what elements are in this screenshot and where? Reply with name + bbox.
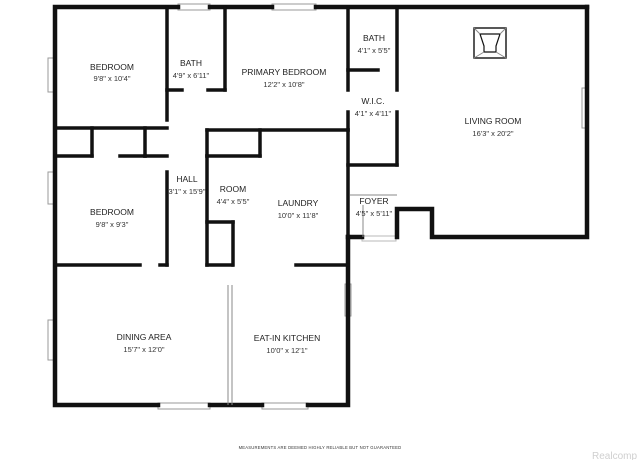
dining-area-dims: 15'7" x 12'0" (123, 345, 164, 354)
wic-name: W.I.C. (361, 96, 384, 106)
living-room-name: LIVING ROOM (465, 116, 522, 126)
room-name: ROOM (220, 184, 246, 194)
brand-watermark: Realcomp (592, 451, 637, 460)
foyer-name: FOYER (359, 196, 388, 206)
bath-2-name: BATH (363, 33, 385, 43)
room-labels: BEDROOM 9'8" x 10'4" BATH 4'9" x 6'11" P… (90, 33, 521, 355)
detail-lines (227, 194, 397, 405)
window-top-center (271, 3, 317, 11)
primary-bedroom-dims: 12'2" x 10'8" (263, 80, 304, 89)
exterior-walls (52, 4, 590, 408)
bath-2-dims: 4'1" x 5'5" (358, 46, 391, 55)
window-south-dining (157, 402, 211, 410)
interior-walls (53, 5, 399, 267)
bedroom-1-name: BEDROOM (90, 62, 134, 72)
bedroom-2-name: BEDROOM (90, 207, 134, 217)
bath-1-dims: 4'9" x 6'11" (173, 71, 210, 80)
eat-in-kitchen-name: EAT-IN KITCHEN (254, 333, 320, 343)
measurement-disclaimer: MEASUREMENTS ARE DEEMED HIGHLY RELIABLE … (239, 445, 402, 450)
door-foyer-entry (361, 235, 397, 242)
eat-in-kitchen-dims: 10'0" x 12'1" (266, 346, 307, 355)
wic-dims: 4'1" x 4'11" (355, 109, 392, 118)
window-south-kitchen (261, 402, 309, 410)
bedroom-1-dims: 9'8" x 10'4" (94, 74, 131, 83)
laundry-dims: 10'0" x 11'8" (278, 211, 319, 220)
living-room-dims: 16'3" x 20'2" (472, 129, 513, 138)
dining-area-name: DINING AREA (117, 332, 172, 342)
bath-1-name: BATH (180, 58, 202, 68)
hall-dims: 3'1" x 15'9" (169, 187, 206, 196)
room-dims: 4'4" x 5'5" (217, 197, 250, 206)
primary-bedroom-name: PRIMARY BEDROOM (242, 67, 327, 77)
fireplace-icon (473, 27, 507, 59)
hall-name: HALL (176, 174, 198, 184)
laundry-name: LAUNDRY (278, 198, 319, 208)
window-top-left (177, 3, 211, 11)
foyer-dims: 4'5" x 5'11" (356, 209, 393, 218)
bedroom-2-dims: 9'8" x 9'3" (96, 220, 129, 229)
